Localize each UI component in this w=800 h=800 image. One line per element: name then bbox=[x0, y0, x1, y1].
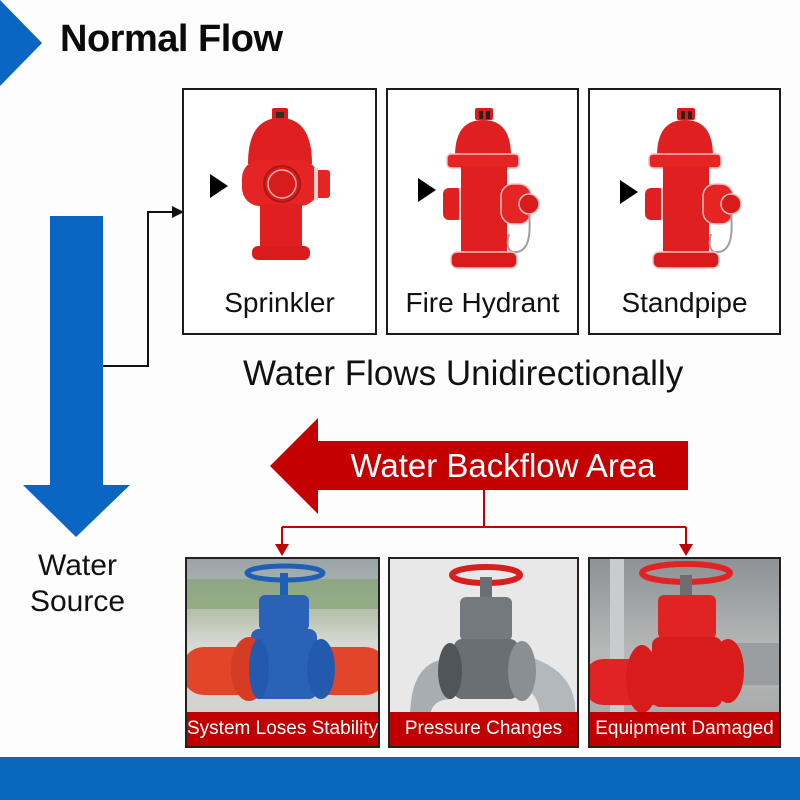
outlet-card-standpipe: Standpipe bbox=[588, 88, 781, 335]
backflow-arrow-icon bbox=[270, 418, 693, 556]
red-gate-valve-photo-icon bbox=[590, 559, 779, 719]
outlet-label: Standpipe bbox=[621, 287, 748, 318]
outlet-card-sprinkler: Sprinkler bbox=[182, 88, 377, 335]
consequence-caption: Pressure Changes bbox=[390, 712, 577, 746]
water-source-arrow-icon bbox=[23, 206, 184, 537]
gray-gate-valve-photo-icon bbox=[410, 564, 576, 719]
consequence-card-pressure: Pressure Changes bbox=[388, 557, 579, 748]
consequence-card-stability: System Loses Stability bbox=[185, 557, 380, 748]
flow-caption: Water Flows Unidirectionally bbox=[243, 354, 684, 393]
consequence-caption: Equipment Damaged bbox=[590, 712, 779, 746]
fire-hydrant-icon bbox=[644, 108, 742, 269]
water-source-label-line1: Water bbox=[38, 549, 117, 582]
corner-triangle-icon bbox=[0, 0, 42, 86]
footer-bar bbox=[0, 757, 800, 800]
consequence-card-damage: Equipment Damaged bbox=[588, 557, 781, 748]
outlet-label: Sprinkler bbox=[224, 287, 335, 318]
outlet-label: Fire Hydrant bbox=[405, 287, 560, 318]
outlet-card-fire-hydrant: Fire Hydrant bbox=[386, 88, 579, 335]
blue-gate-valve-photo-icon bbox=[187, 563, 378, 701]
water-source-label: Water Source bbox=[20, 548, 135, 620]
consequence-caption: System Loses Stability bbox=[187, 712, 378, 746]
water-source-label-line2: Source bbox=[29, 585, 126, 618]
backflow-label: Water Backflow Area bbox=[350, 447, 656, 484]
inlet-arrow-icon bbox=[418, 178, 436, 202]
inlet-arrow-icon bbox=[620, 180, 638, 204]
inlet-arrow-icon bbox=[210, 174, 228, 198]
fire-hydrant-icon bbox=[442, 108, 540, 269]
page-title: Normal Flow bbox=[60, 18, 283, 60]
fire-hydrant-icon bbox=[241, 108, 330, 260]
